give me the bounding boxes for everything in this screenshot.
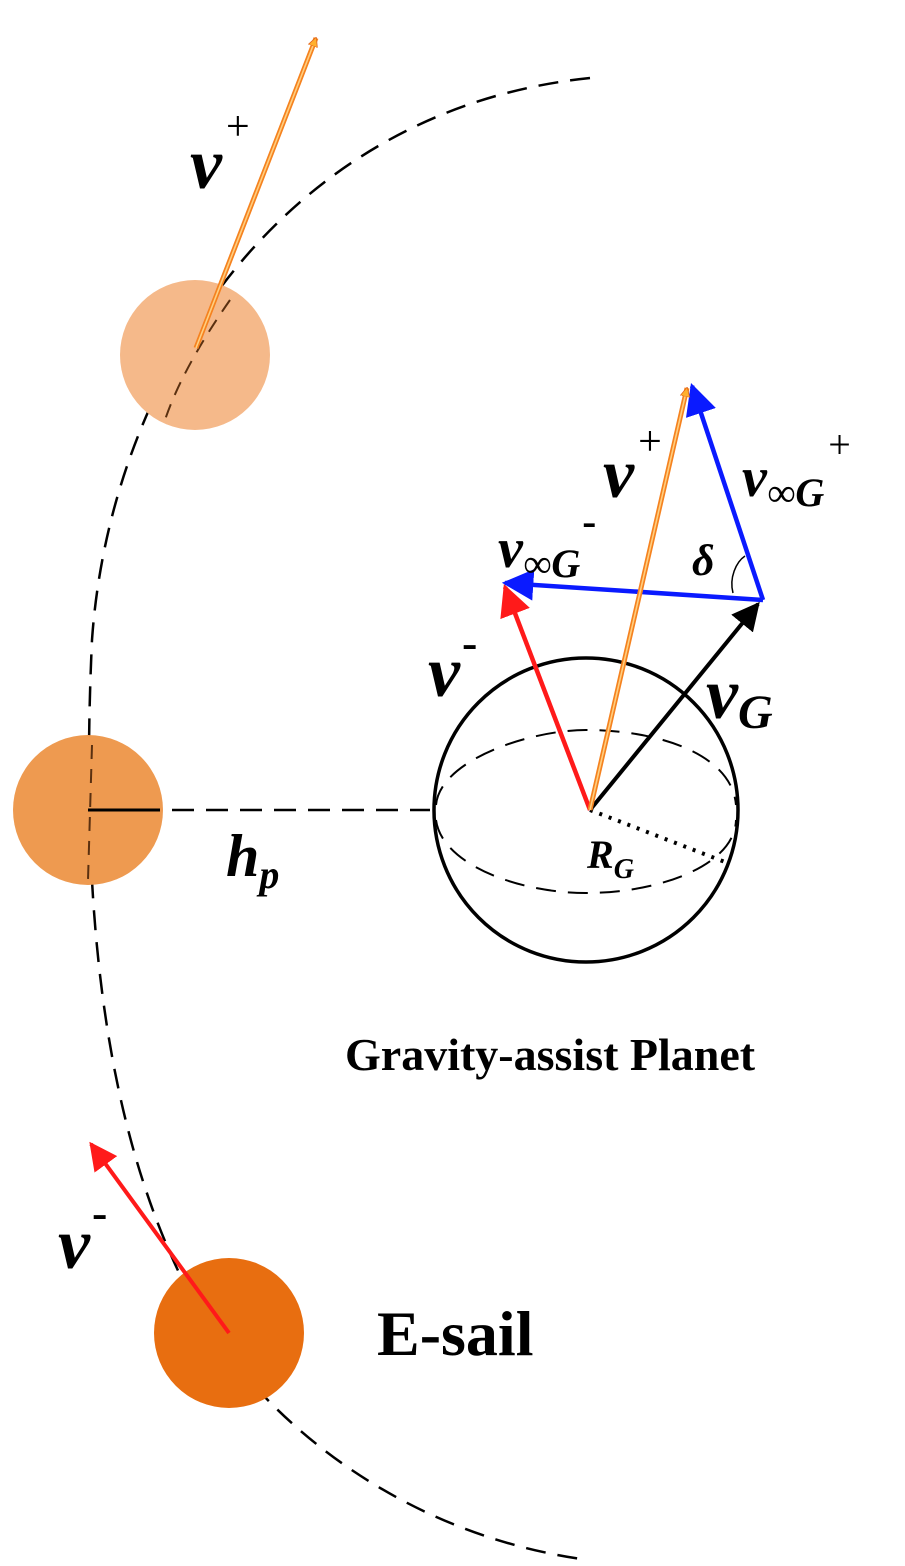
v-minus-center-arrow — [500, 584, 593, 811]
planet-sphere — [432, 656, 740, 964]
label-v-minus-bottom: v- — [58, 1187, 107, 1284]
v-plus-center-arrow-core — [589, 388, 687, 811]
label-v-inf-plus: v∞G+ — [742, 422, 851, 515]
label-v-minus-center: v- — [428, 617, 477, 712]
v-G-arrow — [588, 601, 760, 812]
label-v-inf-minus: v∞G- — [498, 499, 596, 586]
trajectory-over-circles — [87, 299, 231, 881]
label-v-G: vG — [706, 654, 773, 739]
planet-equator-front — [435, 819, 737, 895]
label-R-G: RG — [586, 832, 634, 885]
label-h-p: hp — [226, 823, 279, 897]
planet-caption: Gravity-assist Planet — [345, 1029, 756, 1080]
v-minus-bottom-arrow — [89, 1141, 231, 1335]
planet-equator-back — [435, 728, 737, 806]
label-v-plus-top: v+ — [190, 104, 250, 204]
radius-line — [589, 808, 726, 864]
trajectory-path — [87, 76, 591, 1562]
esail-caption: E-sail — [377, 1298, 533, 1369]
label-delta: δ — [692, 536, 715, 585]
label-v-plus-center: v+ — [603, 419, 662, 513]
esail-top-circle — [120, 280, 270, 430]
v-inf-plus-arrow — [685, 383, 766, 601]
delta-angle-arc — [731, 555, 746, 594]
v-plus-top-arrow-core — [195, 38, 316, 349]
v-inf-minus-arrow — [501, 569, 764, 603]
